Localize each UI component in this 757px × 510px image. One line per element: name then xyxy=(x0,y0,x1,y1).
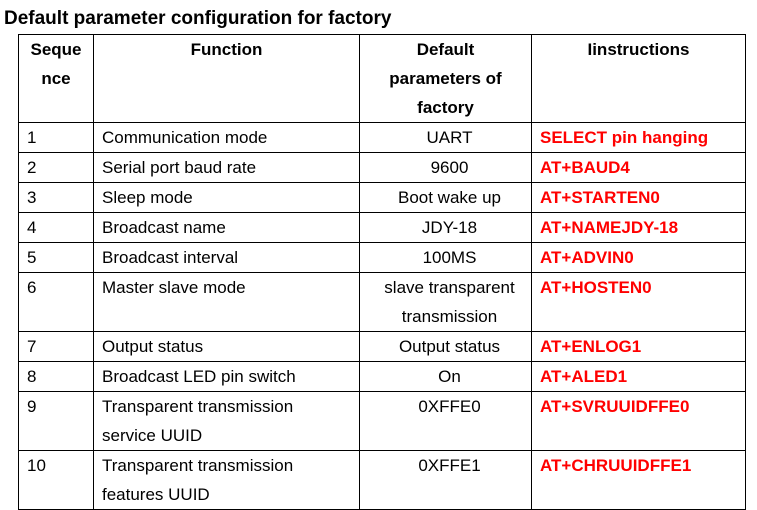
cell-function: Master slave mode xyxy=(93,272,360,332)
header-sequence-line: Seque xyxy=(30,40,82,59)
cell-function: Communication mode xyxy=(93,122,360,153)
cell-default-line: JDY-18 xyxy=(421,218,478,237)
cell-default-line: On xyxy=(438,367,461,386)
cell-function-line: Transparent transmission xyxy=(102,456,294,475)
cell-function: Sleep mode xyxy=(93,182,360,213)
cell-default: 100MS xyxy=(359,242,532,273)
cell-default: Boot wake up xyxy=(359,182,532,213)
header-function: Function xyxy=(93,34,360,123)
cell-function-line: Communication mode xyxy=(102,128,268,147)
table-row: 2 Serial port baud rate 9600 AT+BAUD4 xyxy=(18,152,746,183)
cell-default: JDY-18 xyxy=(359,212,532,243)
cell-function-line: Broadcast interval xyxy=(102,248,239,267)
cell-function-line: Serial port baud rate xyxy=(102,158,257,177)
cell-function-line: Sleep mode xyxy=(102,188,193,207)
table-row: 3 Sleep mode Boot wake up AT+STARTEN0 xyxy=(18,182,746,213)
cell-default-line: UART xyxy=(426,128,473,147)
table-row: 8 Broadcast LED pin switch On AT+ALED1 xyxy=(18,361,746,392)
cell-instruction: AT+NAMEJDY-18 xyxy=(531,212,746,243)
cell-default-line: 9600 xyxy=(430,158,469,177)
cell-instruction: AT+BAUD4 xyxy=(531,152,746,183)
cell-default-line: slave transparent xyxy=(384,278,515,297)
cell-sequence: 4 xyxy=(18,212,94,243)
cell-function: Broadcast LED pin switch xyxy=(93,361,360,392)
cell-function: Transparent transmission features UUID xyxy=(93,450,360,510)
header-default-line: parameters of xyxy=(389,69,502,88)
cell-function-line: Transparent transmission xyxy=(102,397,294,416)
cell-sequence: 10 xyxy=(18,450,94,510)
cell-instruction: AT+ADVIN0 xyxy=(531,242,746,273)
cell-function-line: Broadcast name xyxy=(102,218,226,237)
cell-function: Broadcast name xyxy=(93,212,360,243)
cell-sequence: 9 xyxy=(18,391,94,451)
cell-instruction: AT+ENLOG1 xyxy=(531,331,746,362)
factory-parameter-table: Seque nce Function Default parameters of… xyxy=(18,34,746,510)
cell-default-line: Output status xyxy=(398,337,501,356)
cell-default-line: transmission xyxy=(401,307,498,326)
table-row: 7 Output status Output status AT+ENLOG1 xyxy=(18,331,746,362)
cell-function: Broadcast interval xyxy=(93,242,360,273)
cell-default: 0XFFE0 xyxy=(359,391,532,451)
cell-default-line: 0XFFE1 xyxy=(418,456,481,475)
table-row: 1 Communication mode UART SELECT pin han… xyxy=(18,122,746,153)
cell-function-line: Output status xyxy=(102,337,204,356)
cell-sequence: 1 xyxy=(18,122,94,153)
cell-function: Output status xyxy=(93,331,360,362)
cell-default: On xyxy=(359,361,532,392)
cell-instruction: AT+SVRUUIDFFE0 xyxy=(531,391,746,451)
cell-sequence: 2 xyxy=(18,152,94,183)
table-row: 5 Broadcast interval 100MS AT+ADVIN0 xyxy=(18,242,746,273)
table-row: 4 Broadcast name JDY-18 AT+NAMEJDY-18 xyxy=(18,212,746,243)
table-row: 10 Transparent transmission features UUI… xyxy=(18,450,746,510)
cell-sequence: 8 xyxy=(18,361,94,392)
document-title: Default parameter configuration for fact… xyxy=(4,8,392,29)
cell-default: slave transparent transmission xyxy=(359,272,532,332)
header-default-line: factory xyxy=(417,98,474,117)
header-instructions: Iinstructions xyxy=(531,34,746,123)
cell-function-line: Master slave mode xyxy=(102,278,246,297)
header-function-label: Function xyxy=(190,40,263,59)
header-default-parameters: Default parameters of factory xyxy=(359,34,532,123)
cell-default-line: Boot wake up xyxy=(397,188,501,207)
cell-instruction: AT+ALED1 xyxy=(531,361,746,392)
table-row: 9 Transparent transmission service UUID … xyxy=(18,391,746,451)
cell-instruction: AT+CHRUUIDFFE1 xyxy=(531,450,746,510)
cell-instruction: SELECT pin hanging xyxy=(531,122,746,153)
cell-default-line: 100MS xyxy=(422,248,477,267)
cell-default: 9600 xyxy=(359,152,532,183)
cell-function: Transparent transmission service UUID xyxy=(93,391,360,451)
cell-function-line: Broadcast LED pin switch xyxy=(102,367,296,386)
cell-sequence: 7 xyxy=(18,331,94,362)
cell-function: Serial port baud rate xyxy=(93,152,360,183)
cell-instruction: AT+HOSTEN0 xyxy=(531,272,746,332)
cell-sequence: 6 xyxy=(18,272,94,332)
cell-sequence: 5 xyxy=(18,242,94,273)
cell-instruction: AT+STARTEN0 xyxy=(531,182,746,213)
table-row: 6 Master slave mode slave transparent tr… xyxy=(18,272,746,332)
cell-default: Output status xyxy=(359,331,532,362)
table-header-row: Seque nce Function Default parameters of… xyxy=(18,34,746,123)
header-sequence-line: nce xyxy=(41,69,71,88)
header-instructions-label: Iinstructions xyxy=(587,40,690,59)
cell-default-line: 0XFFE0 xyxy=(418,397,481,416)
cell-default: UART xyxy=(359,122,532,153)
cell-sequence: 3 xyxy=(18,182,94,213)
header-default-line: Default xyxy=(416,40,475,59)
cell-default: 0XFFE1 xyxy=(359,450,532,510)
cell-function-line: service UUID xyxy=(102,426,203,445)
cell-function-line: features UUID xyxy=(102,485,210,504)
header-sequence: Seque nce xyxy=(18,34,94,123)
